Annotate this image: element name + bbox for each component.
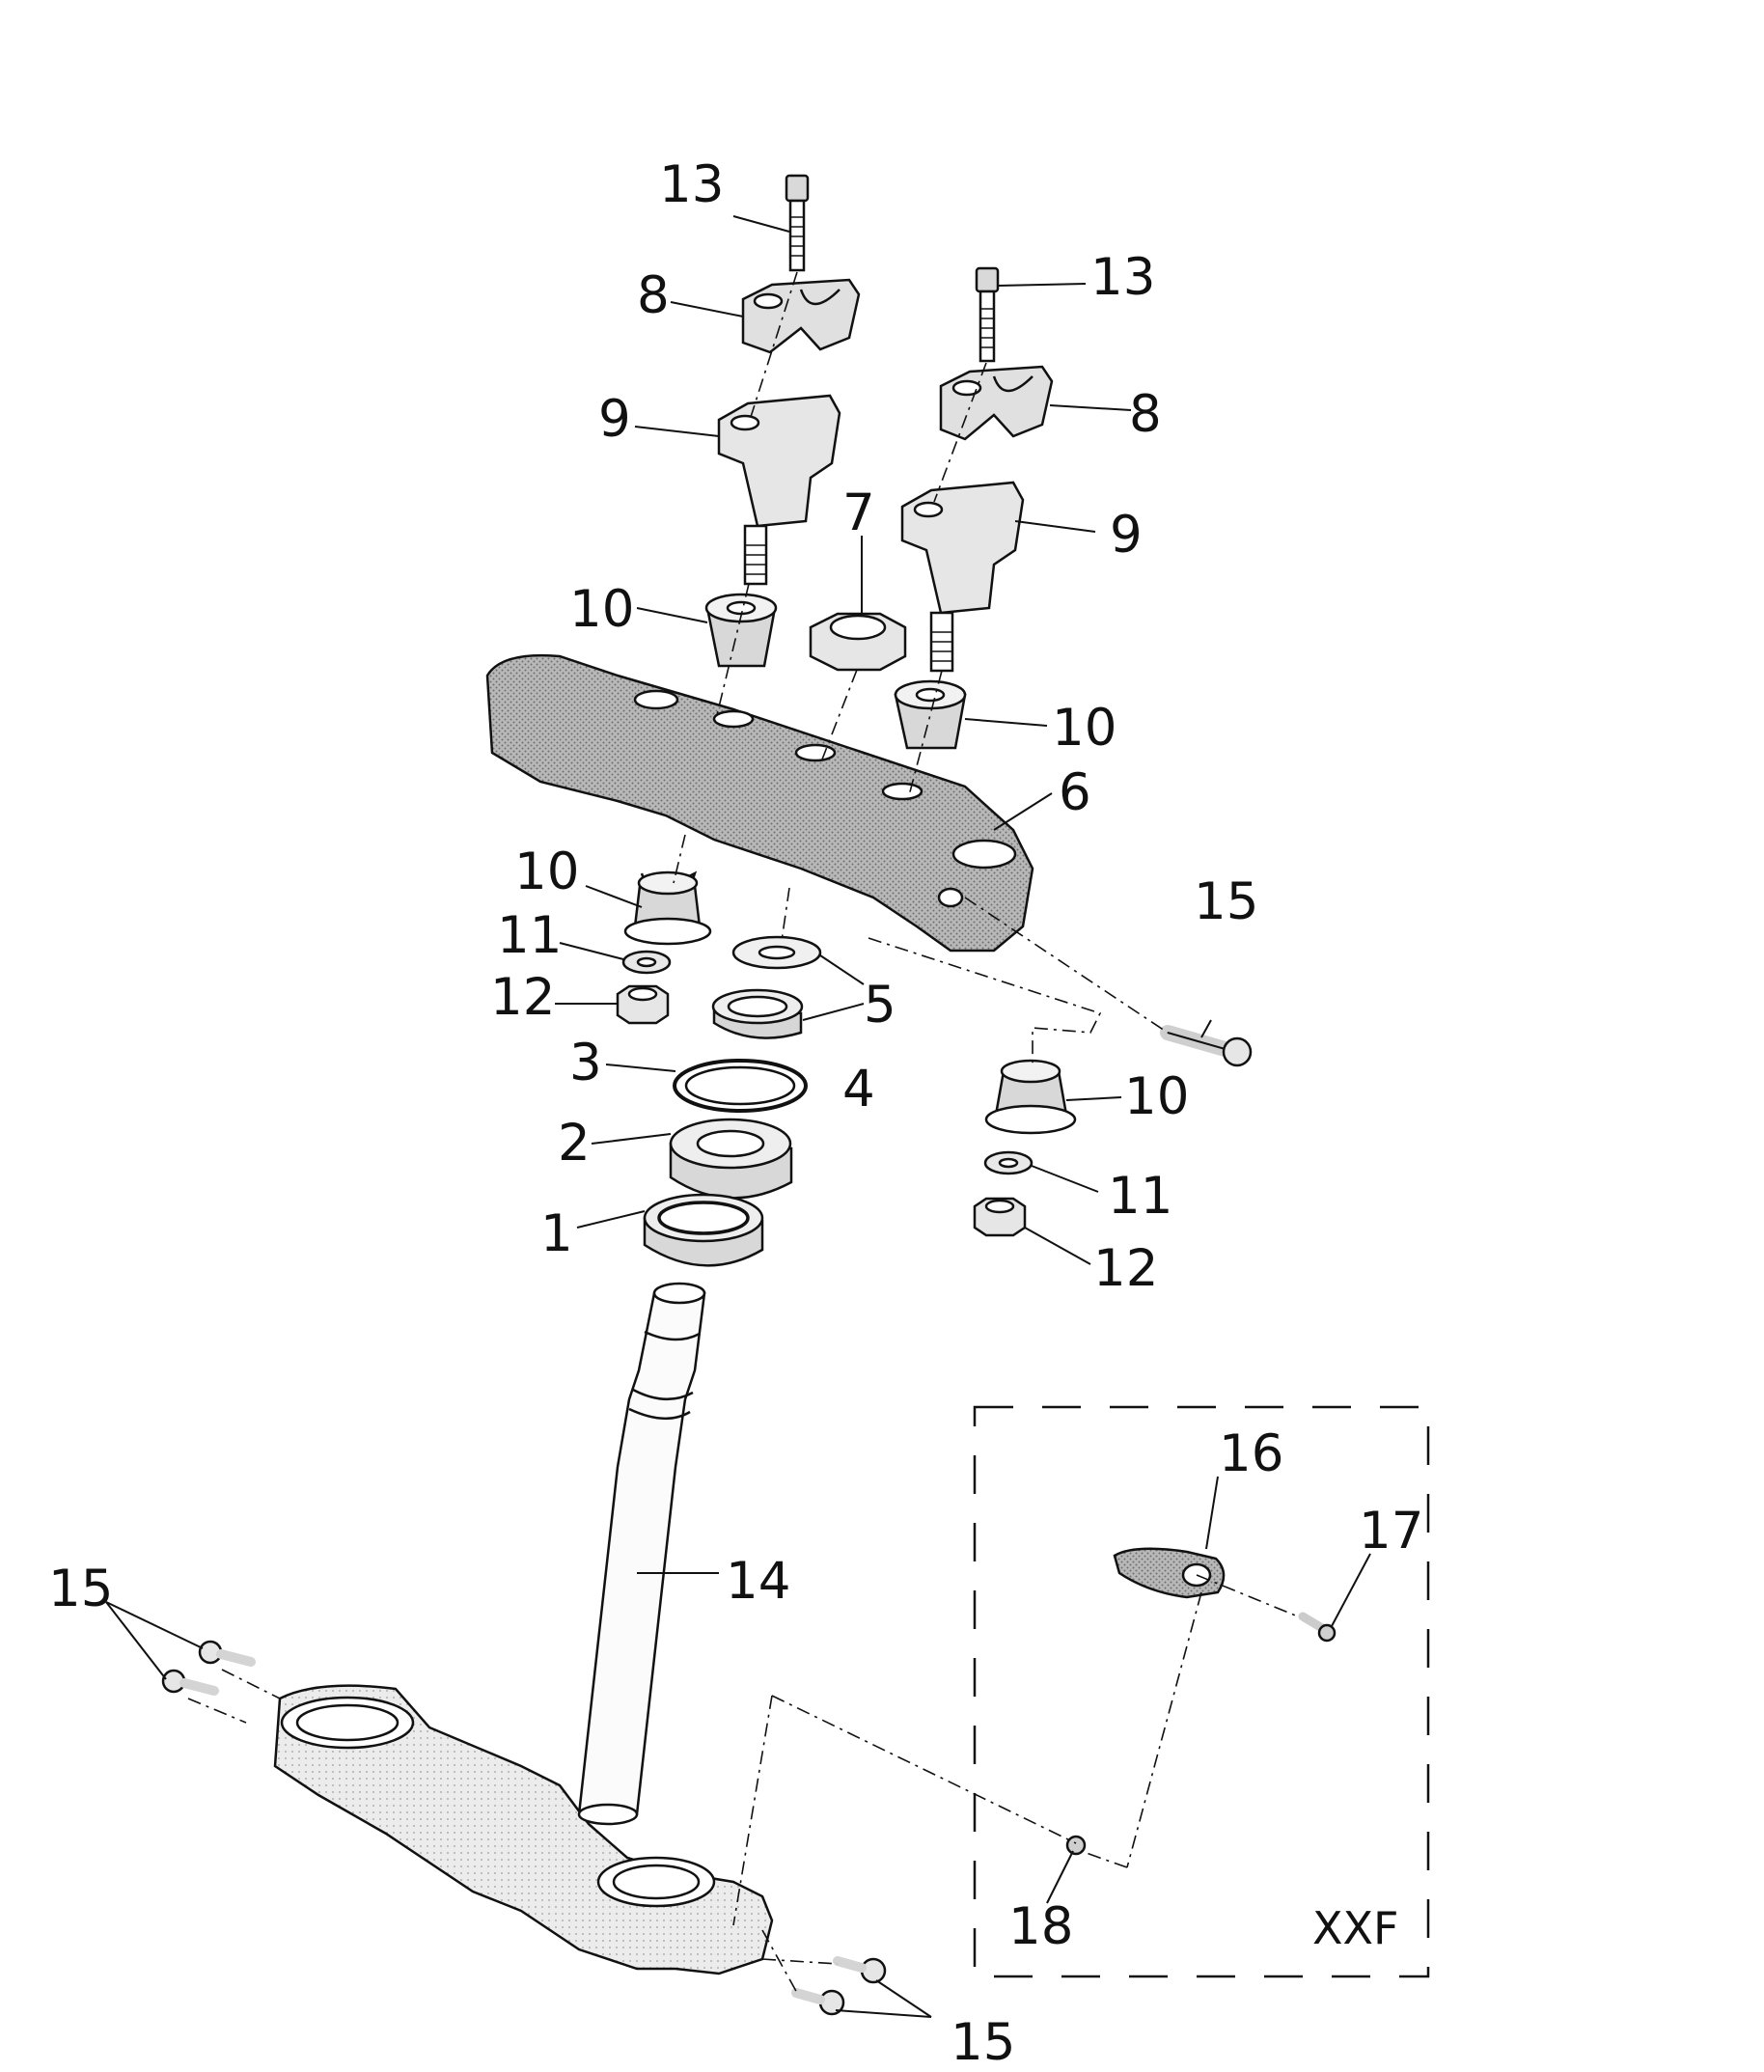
washer-5 [731, 935, 822, 970]
callout-4: 4 [842, 1060, 875, 1119]
bolt-15-lower-right-b [791, 1988, 845, 2016]
bolt-15-lower-left-a [198, 1640, 256, 1667]
stem-nut-7 [809, 612, 907, 672]
callout-15-lower-left: 15 [48, 1560, 114, 1618]
variant-detail-box [973, 1405, 1430, 1978]
bolt-13-right [975, 266, 1000, 363]
seal-ring-3 [673, 1059, 808, 1113]
lower-triple-clamp [273, 1684, 774, 1975]
bolt-15-lower-right-a [833, 1956, 887, 1984]
clamp-16 [1113, 1547, 1226, 1599]
callout-10-upper-left: 10 [569, 580, 635, 639]
callout-10-lower-left: 10 [514, 843, 580, 901]
callout-13-left: 13 [659, 155, 725, 214]
callout-9-right: 9 [1110, 506, 1143, 565]
nut-18 [1065, 1835, 1087, 1856]
callout-9-left: 9 [598, 390, 631, 449]
bushing-10-lower-right [984, 1059, 1077, 1135]
handlebar-clamp-8-left [741, 278, 861, 354]
callout-10-lower-right: 10 [1124, 1067, 1190, 1126]
callout-12-left: 12 [490, 968, 556, 1027]
bushing-10-upper-left [704, 593, 778, 668]
riser-9-right [900, 481, 1025, 673]
callout-7: 7 [842, 483, 875, 542]
washer-11-right [983, 1150, 1034, 1175]
callout-11-left: 11 [497, 906, 563, 965]
bushing-10-lower-left [623, 870, 712, 946]
screw-17 [1298, 1612, 1337, 1643]
callout-18: 18 [1008, 1897, 1074, 1956]
bushing-10-upper-right [894, 679, 967, 750]
riser-9-left [717, 394, 841, 586]
upper-triple-clamp-6 [485, 653, 1034, 953]
callout-3: 3 [569, 1034, 602, 1092]
assembly-axes [187, 271, 1299, 1994]
nut-12-left [616, 984, 670, 1025]
callout-10-upper-right: 10 [1052, 699, 1117, 758]
callout-15-right-upper: 15 [1194, 872, 1259, 931]
callout-8-left: 8 [637, 266, 670, 325]
callout-11-right: 11 [1108, 1167, 1173, 1226]
handlebar-clamp-8-right [939, 365, 1054, 441]
nut-12-right [973, 1197, 1027, 1237]
callout-15-lower-right: 15 [951, 2013, 1016, 2072]
bolt-15-right-upper [1160, 1025, 1253, 1067]
variant-box-label: XXF [1312, 1902, 1399, 1954]
bearing-2 [669, 1118, 793, 1200]
callout-14: 14 [726, 1552, 791, 1611]
leader-lines [105, 215, 1371, 2018]
callout-13-right: 13 [1090, 248, 1156, 307]
callout-2: 2 [558, 1114, 591, 1173]
callout-8-right: 8 [1129, 385, 1162, 444]
callout-12-right: 12 [1093, 1239, 1159, 1298]
bearing-1 [643, 1193, 764, 1267]
callout-5: 5 [864, 976, 896, 1035]
callout-6: 6 [1059, 763, 1091, 822]
slotted-nut-4 [711, 988, 804, 1039]
washer-11-left [621, 950, 672, 975]
callout-1: 1 [540, 1204, 573, 1263]
steering-stem-14 [577, 1282, 706, 1816]
bolt-15-lower-left-b [161, 1669, 219, 1696]
callout-17: 17 [1359, 1502, 1424, 1561]
callout-16: 16 [1219, 1424, 1284, 1483]
bolt-13-left [785, 174, 810, 272]
